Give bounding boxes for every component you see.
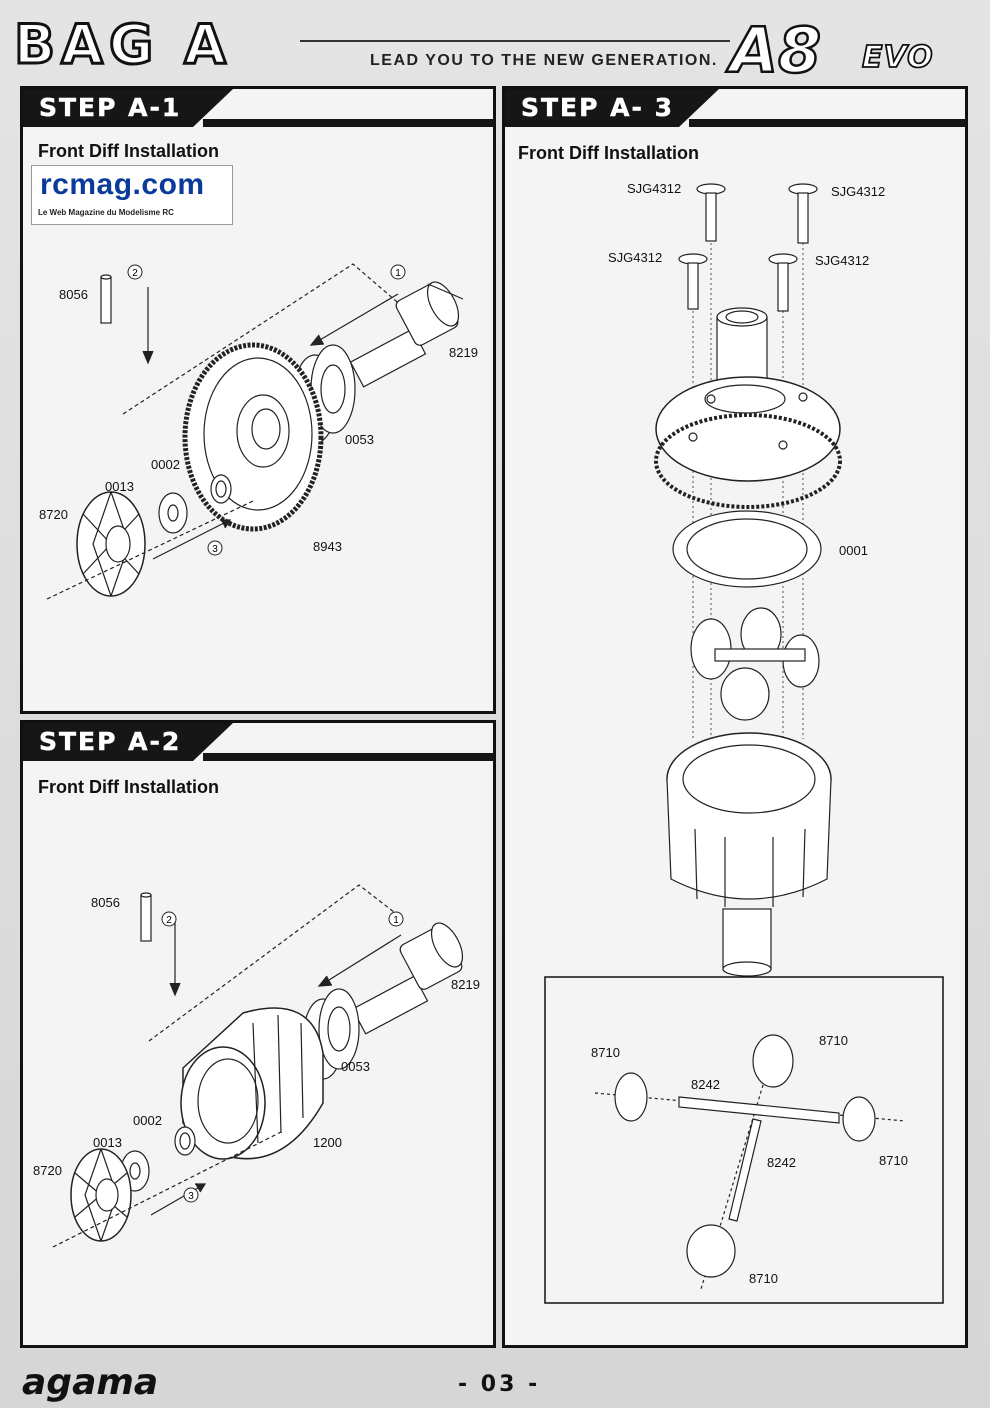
label-sjg4312-1: SJG4312 (627, 181, 681, 196)
assembly-guide (122, 263, 404, 415)
diff-case-1200 (180, 1007, 324, 1160)
callout-1 (388, 911, 404, 927)
label-0001: 0001 (839, 543, 868, 558)
spider-gear-set (690, 607, 820, 721)
label-8710-4: 8710 (749, 1271, 778, 1286)
label-sjg4312-2: SJG4312 (831, 184, 885, 199)
step-a2-subtitle: Front Diff Installation (38, 777, 219, 797)
diff-case (666, 732, 832, 977)
screw-sjg4312-2 (788, 183, 818, 244)
label-8710-3: 8710 (879, 1153, 908, 1168)
screw-sjg4312-3 (678, 253, 708, 310)
assembly-axis (52, 1130, 284, 1248)
label-8720: 8720 (39, 507, 68, 522)
label-8056: 8056 (91, 895, 120, 910)
arrow-3 (152, 520, 229, 560)
label-0002: 0002 (133, 1113, 162, 1128)
step-a1-subtitle: Front Diff Installation (38, 141, 219, 161)
page-number: - 03 - (458, 1372, 541, 1397)
gear-8710-bottom (686, 1224, 736, 1278)
outdrive-8219 (349, 281, 464, 388)
step-a1-header-rule (203, 119, 493, 127)
callout-1 (390, 264, 406, 280)
step-a3-panel: STEP A- 3 Front Diff Installation (502, 86, 968, 1348)
rcmag-watermark: rcmag.com Le Web Magazine du Modelisme R… (31, 165, 233, 225)
shim-0002 (210, 474, 232, 504)
label-0002: 0002 (151, 457, 180, 472)
spider-gear-inset: 8710 8710 8710 8710 8242 8242 (544, 976, 944, 1304)
step-a2-header-rule (203, 753, 493, 761)
step-a1-diagram: 1 2 3 8056 8219 0053 0002 0013 8720 8943 (39, 263, 478, 600)
step-a3-subtitle: Front Diff Installation (518, 143, 699, 163)
callout-1-label: 1 (393, 915, 399, 926)
step-a2-header: STEP A-2 (23, 723, 233, 761)
gear-8710-left (614, 1072, 648, 1122)
outdrive-8219 (351, 922, 464, 1035)
bevel-gear-8720 (76, 491, 146, 597)
gear-8710-top (752, 1034, 794, 1088)
step-a3-diagram: SJG4312 SJG4312 SJG4312 SJG4312 0001 (544, 181, 944, 1304)
label-8943: 8943 (313, 539, 342, 554)
shaft-8242-short (728, 1118, 762, 1222)
label-0053: 0053 (341, 1059, 370, 1074)
arrow-1 (312, 293, 399, 345)
callout-2-label: 2 (132, 268, 138, 279)
assembly-guide (148, 884, 404, 1042)
arrow-1 (320, 934, 402, 986)
label-8242-1: 8242 (691, 1077, 720, 1092)
label-0013: 0013 (93, 1135, 122, 1150)
callout-2-label: 2 (166, 915, 172, 926)
label-sjg4312-3: SJG4312 (608, 250, 662, 265)
callout-3-label: 3 (212, 544, 218, 555)
bevel-gear-8720 (70, 1148, 132, 1242)
callout-1-label: 1 (395, 268, 401, 279)
screw-sjg4312-1 (696, 183, 726, 242)
tagline: LEAD YOU TO THE NEW GENERATION. (370, 52, 718, 69)
ring-gear-cover (654, 307, 842, 509)
shaft-8242-long (678, 1096, 840, 1124)
callout-2 (127, 264, 143, 280)
label-0053: 0053 (345, 432, 374, 447)
bearing-0053 (302, 988, 360, 1080)
step-a2-panel: STEP A-2 Front Diff Installation (20, 720, 496, 1348)
step-a3-header-rule (689, 119, 965, 127)
gear-8710-right (842, 1096, 876, 1142)
label-sjg4312-4: SJG4312 (815, 253, 869, 268)
gasket-0001 (672, 510, 822, 588)
pin-8056 (100, 274, 112, 324)
model-logo: A8 EVO (729, 13, 980, 89)
label-1200: 1200 (313, 1135, 342, 1150)
callout-2 (161, 911, 177, 927)
step-a1-header: STEP A-1 (23, 89, 233, 127)
step-a3-header: STEP A- 3 (505, 89, 719, 127)
rcmag-site: rcmag.com (40, 168, 205, 201)
label-8720: 8720 (33, 1163, 62, 1178)
washer-0013 (158, 492, 188, 534)
shim-0002 (174, 1126, 196, 1156)
bag-title: BAG A (13, 13, 232, 76)
rcmag-caption: Le Web Magazine du Modelisme RC (38, 208, 174, 217)
callout-3 (183, 1187, 199, 1203)
label-8219: 8219 (451, 977, 480, 992)
agama-logo: agama (22, 1362, 159, 1403)
callout-3 (207, 540, 223, 556)
screw-sjg4312-4 (768, 253, 798, 312)
label-0013: 0013 (105, 479, 134, 494)
label-8056: 8056 (59, 287, 88, 302)
callout-3-label: 3 (188, 1191, 194, 1202)
label-8242-2: 8242 (767, 1155, 796, 1170)
label-8219: 8219 (449, 345, 478, 360)
label-8710-2: 8710 (819, 1033, 848, 1048)
step-a1-panel: STEP A-1 Front Diff Installation (20, 86, 496, 714)
pin-8056 (140, 892, 152, 942)
assembly-axis (46, 500, 254, 600)
model-logo-main: A8 (729, 13, 823, 89)
step-a2-diagram: 1 2 3 8056 8219 0053 0002 0013 8720 1200 (33, 884, 480, 1248)
header-rule (300, 40, 730, 42)
label-8710-1: 8710 (591, 1045, 620, 1060)
model-logo-suffix: EVO (861, 39, 934, 76)
